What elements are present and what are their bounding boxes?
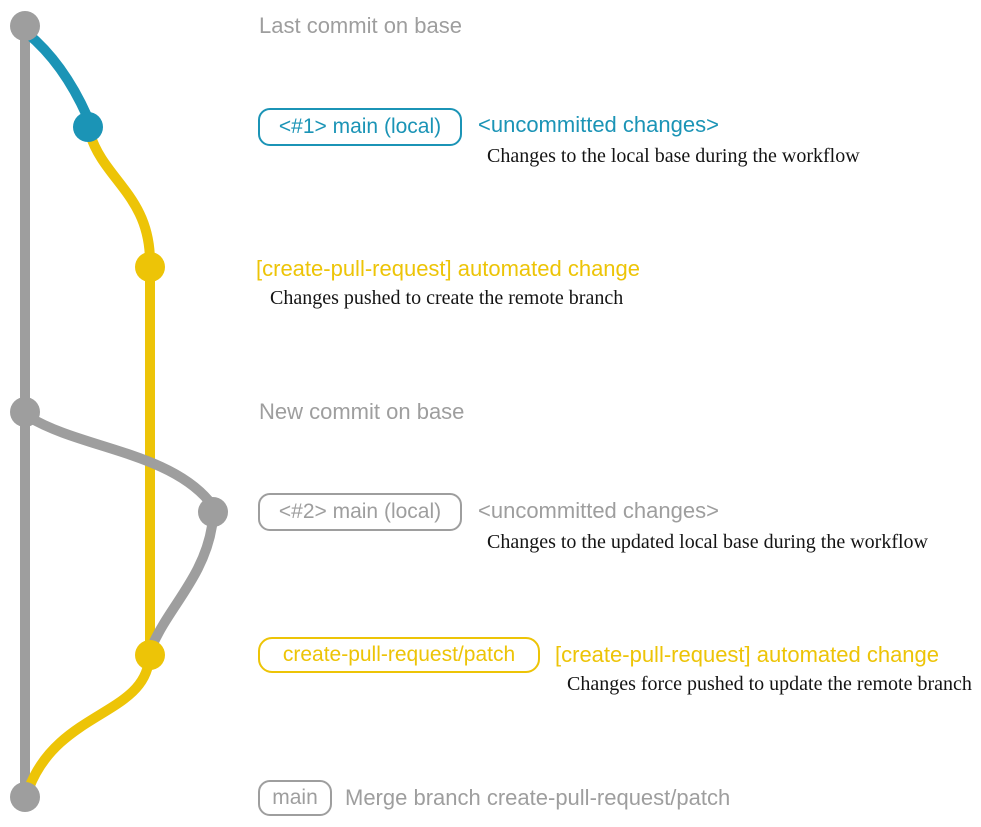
commit-node-merge (10, 782, 40, 812)
label-new-commit-on-base: New commit on base (259, 399, 465, 424)
label-automated-change-1: [create-pull-request] automated change (256, 256, 641, 281)
status-uncommitted-changes-1: <uncommitted changes> (478, 112, 719, 137)
status-uncommitted-changes-2: <uncommitted changes> (478, 498, 719, 523)
label-merge-branch: Merge branch create-pull-request/patch (345, 785, 731, 810)
badge-main: main (258, 780, 332, 816)
rebase-curve (148, 521, 217, 649)
label-last-commit-on-base: Last commit on base (259, 13, 462, 38)
commit-node-local-1 (73, 112, 103, 142)
base-new-commit-curve (24, 412, 214, 506)
commit-node-last-base (10, 11, 40, 41)
label-automated-change-2: [create-pull-request] automated change (555, 642, 940, 667)
patch-merge-curve (24, 655, 154, 793)
commit-node-local-2 (198, 497, 228, 527)
desc-pushed-create-remote: Changes pushed to create the remote bran… (270, 287, 624, 309)
badge-main-local-1: <#1> main (local) (258, 108, 462, 146)
commit-node-automated-2 (135, 640, 165, 670)
local-main-curve (22, 28, 92, 121)
badge-create-pull-request-patch: create-pull-request/patch (258, 637, 540, 673)
commit-node-automated-1 (135, 252, 165, 282)
commit-graph (10, 11, 228, 812)
commit-node-new-base (10, 397, 40, 427)
desc-updated-local-base: Changes to the updated local base during… (487, 531, 928, 553)
patch-branch-line (85, 129, 155, 657)
badge-main-local-2: <#2> main (local) (258, 493, 462, 531)
desc-force-pushed-update-remote: Changes force pushed to update the remot… (567, 673, 972, 695)
desc-local-base-changes: Changes to the local base during the wor… (487, 145, 860, 167)
